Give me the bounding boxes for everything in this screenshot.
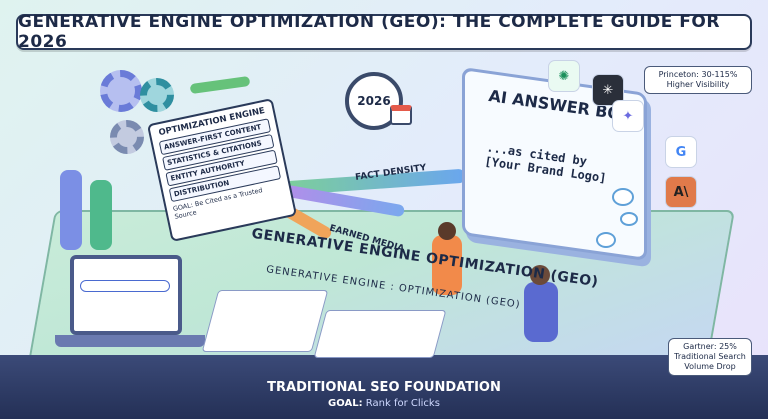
- search-bar-icon: [80, 280, 170, 292]
- man-head: [530, 265, 550, 285]
- foundation-goal: GOAL: Rank for Clicks: [0, 398, 768, 409]
- calendar-icon: [390, 105, 412, 125]
- gear-icon: [140, 78, 174, 112]
- foundation-title: TRADITIONAL SEO FOUNDATION: [267, 380, 501, 395]
- search-results-page: [201, 290, 329, 352]
- gear-icon: [110, 120, 144, 154]
- google-icon: G: [665, 136, 697, 168]
- chat-bubble-icon: [612, 188, 634, 206]
- chatgpt-icon: ✺: [548, 60, 580, 92]
- arrow-icon: [60, 170, 82, 250]
- foundation-goal-text: Rank for Clicks: [365, 398, 440, 409]
- laptop-icon: [70, 255, 182, 335]
- woman-head: [438, 222, 456, 240]
- woman-figure: [432, 235, 462, 295]
- gartner-note: Gartner: 25% Traditional Search Volume D…: [668, 338, 752, 376]
- search-results-page: [313, 310, 447, 358]
- clock-year: 2026: [357, 94, 391, 108]
- foundation-goal-label: GOAL:: [328, 398, 363, 409]
- gemini-icon: ✦: [612, 100, 644, 132]
- man-figure: [524, 282, 558, 342]
- chat-bubble-icon: [596, 232, 616, 248]
- page-title: GENERATIVE ENGINE OPTIMIZATION (GEO): TH…: [16, 12, 752, 52]
- anthropic-icon: A\: [665, 176, 697, 208]
- seo-foundation-base: [0, 355, 768, 419]
- arrow-icon: [90, 180, 112, 250]
- princeton-note: Princeton: 30-115% Higher Visibility: [644, 66, 752, 94]
- laptop-base: [55, 335, 205, 347]
- gear-icon: [100, 70, 142, 112]
- chat-bubble-icon: [620, 212, 638, 226]
- arrow-icon: [189, 75, 251, 95]
